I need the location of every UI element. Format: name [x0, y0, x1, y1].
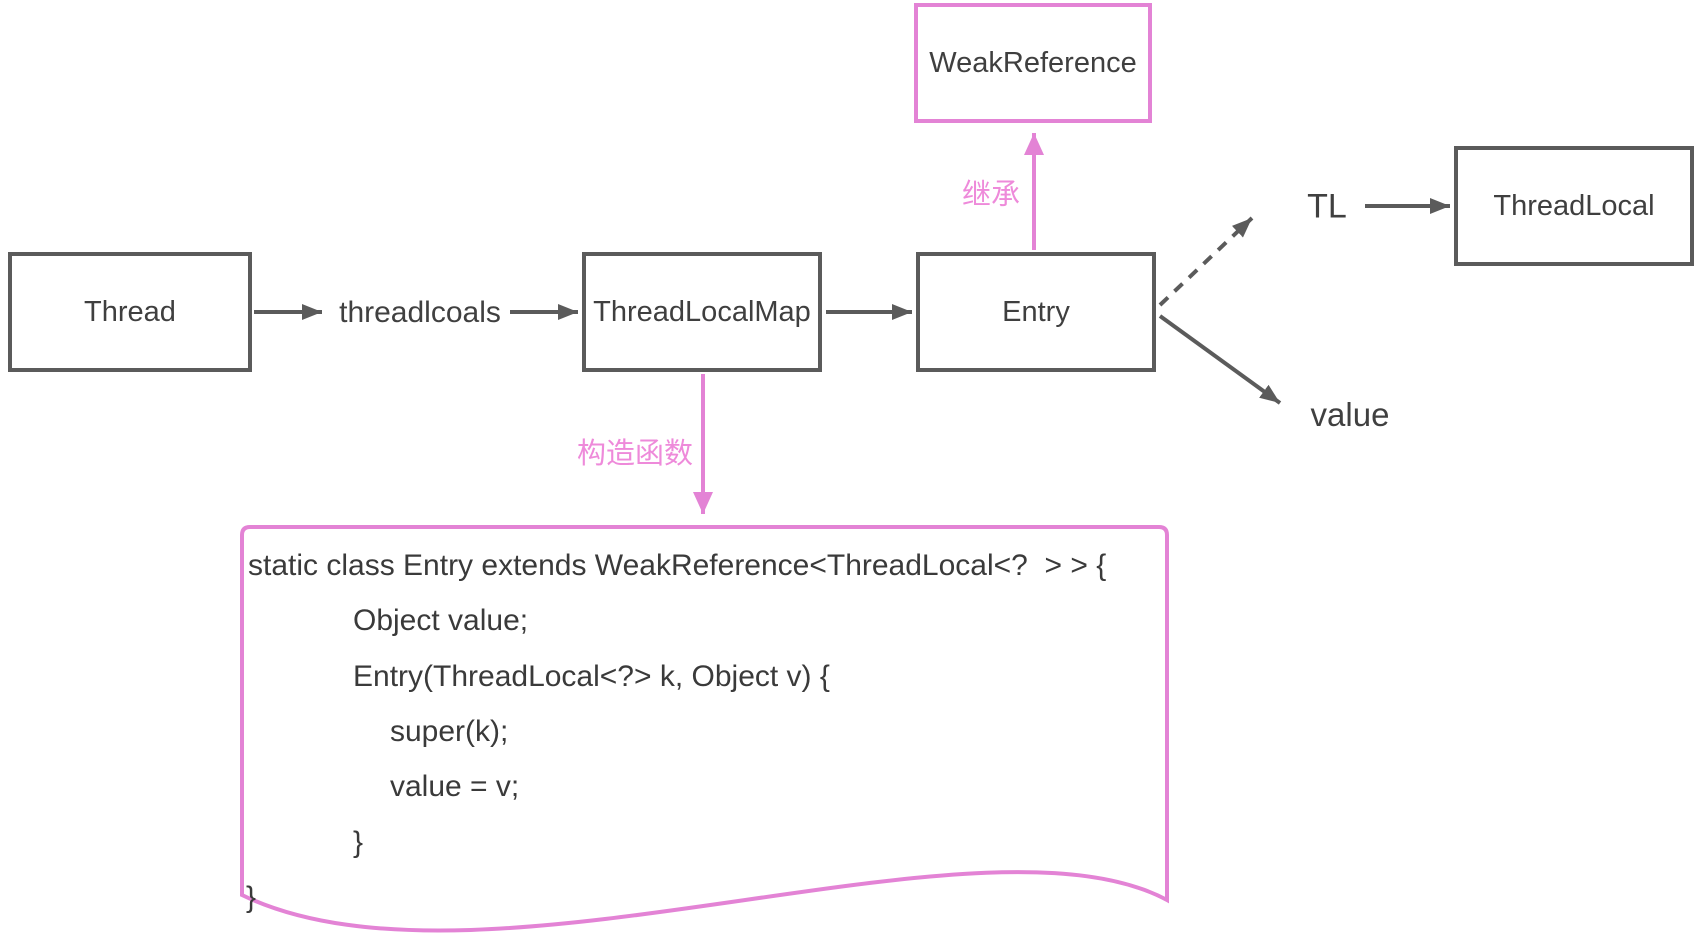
label-value: value — [1310, 396, 1390, 433]
node-entry: Entry — [916, 252, 1156, 372]
label-tl: TL — [1307, 187, 1347, 226]
node-threadlocalmap-label: ThreadLocalMap — [593, 295, 811, 328]
code-line-5: value = v; — [390, 770, 520, 803]
code-line-3: Entry(ThreadLocal<?> k, Object v) { — [353, 660, 830, 693]
node-entry-label: Entry — [1002, 295, 1070, 328]
code-document-shape — [240, 525, 1169, 933]
node-threadlocal-label: ThreadLocal — [1493, 189, 1655, 222]
node-threadlocalmap: ThreadLocalMap — [582, 252, 822, 372]
node-thread: Thread — [8, 252, 252, 372]
node-threadlocal: ThreadLocal — [1454, 146, 1694, 266]
code-line-1: static class Entry extends WeakReference… — [248, 549, 1107, 582]
code-line-2: Object value; — [353, 604, 529, 637]
label-constructor: 构造函数 — [576, 438, 694, 470]
arrow-entry-to-value — [1158, 314, 1282, 405]
node-weakreference: WeakReference — [914, 3, 1152, 123]
arrow-entry-to-tl-dashed — [1158, 216, 1254, 307]
node-thread-label: Thread — [84, 295, 176, 328]
label-inherit: 继承 — [961, 179, 1021, 211]
label-threadlcoals: threadlcoals — [339, 296, 501, 329]
code-line-6: } — [353, 826, 364, 859]
node-weakreference-label: WeakReference — [929, 46, 1137, 79]
code-line-4: super(k); — [390, 715, 509, 748]
code-line-7: } — [246, 881, 257, 914]
